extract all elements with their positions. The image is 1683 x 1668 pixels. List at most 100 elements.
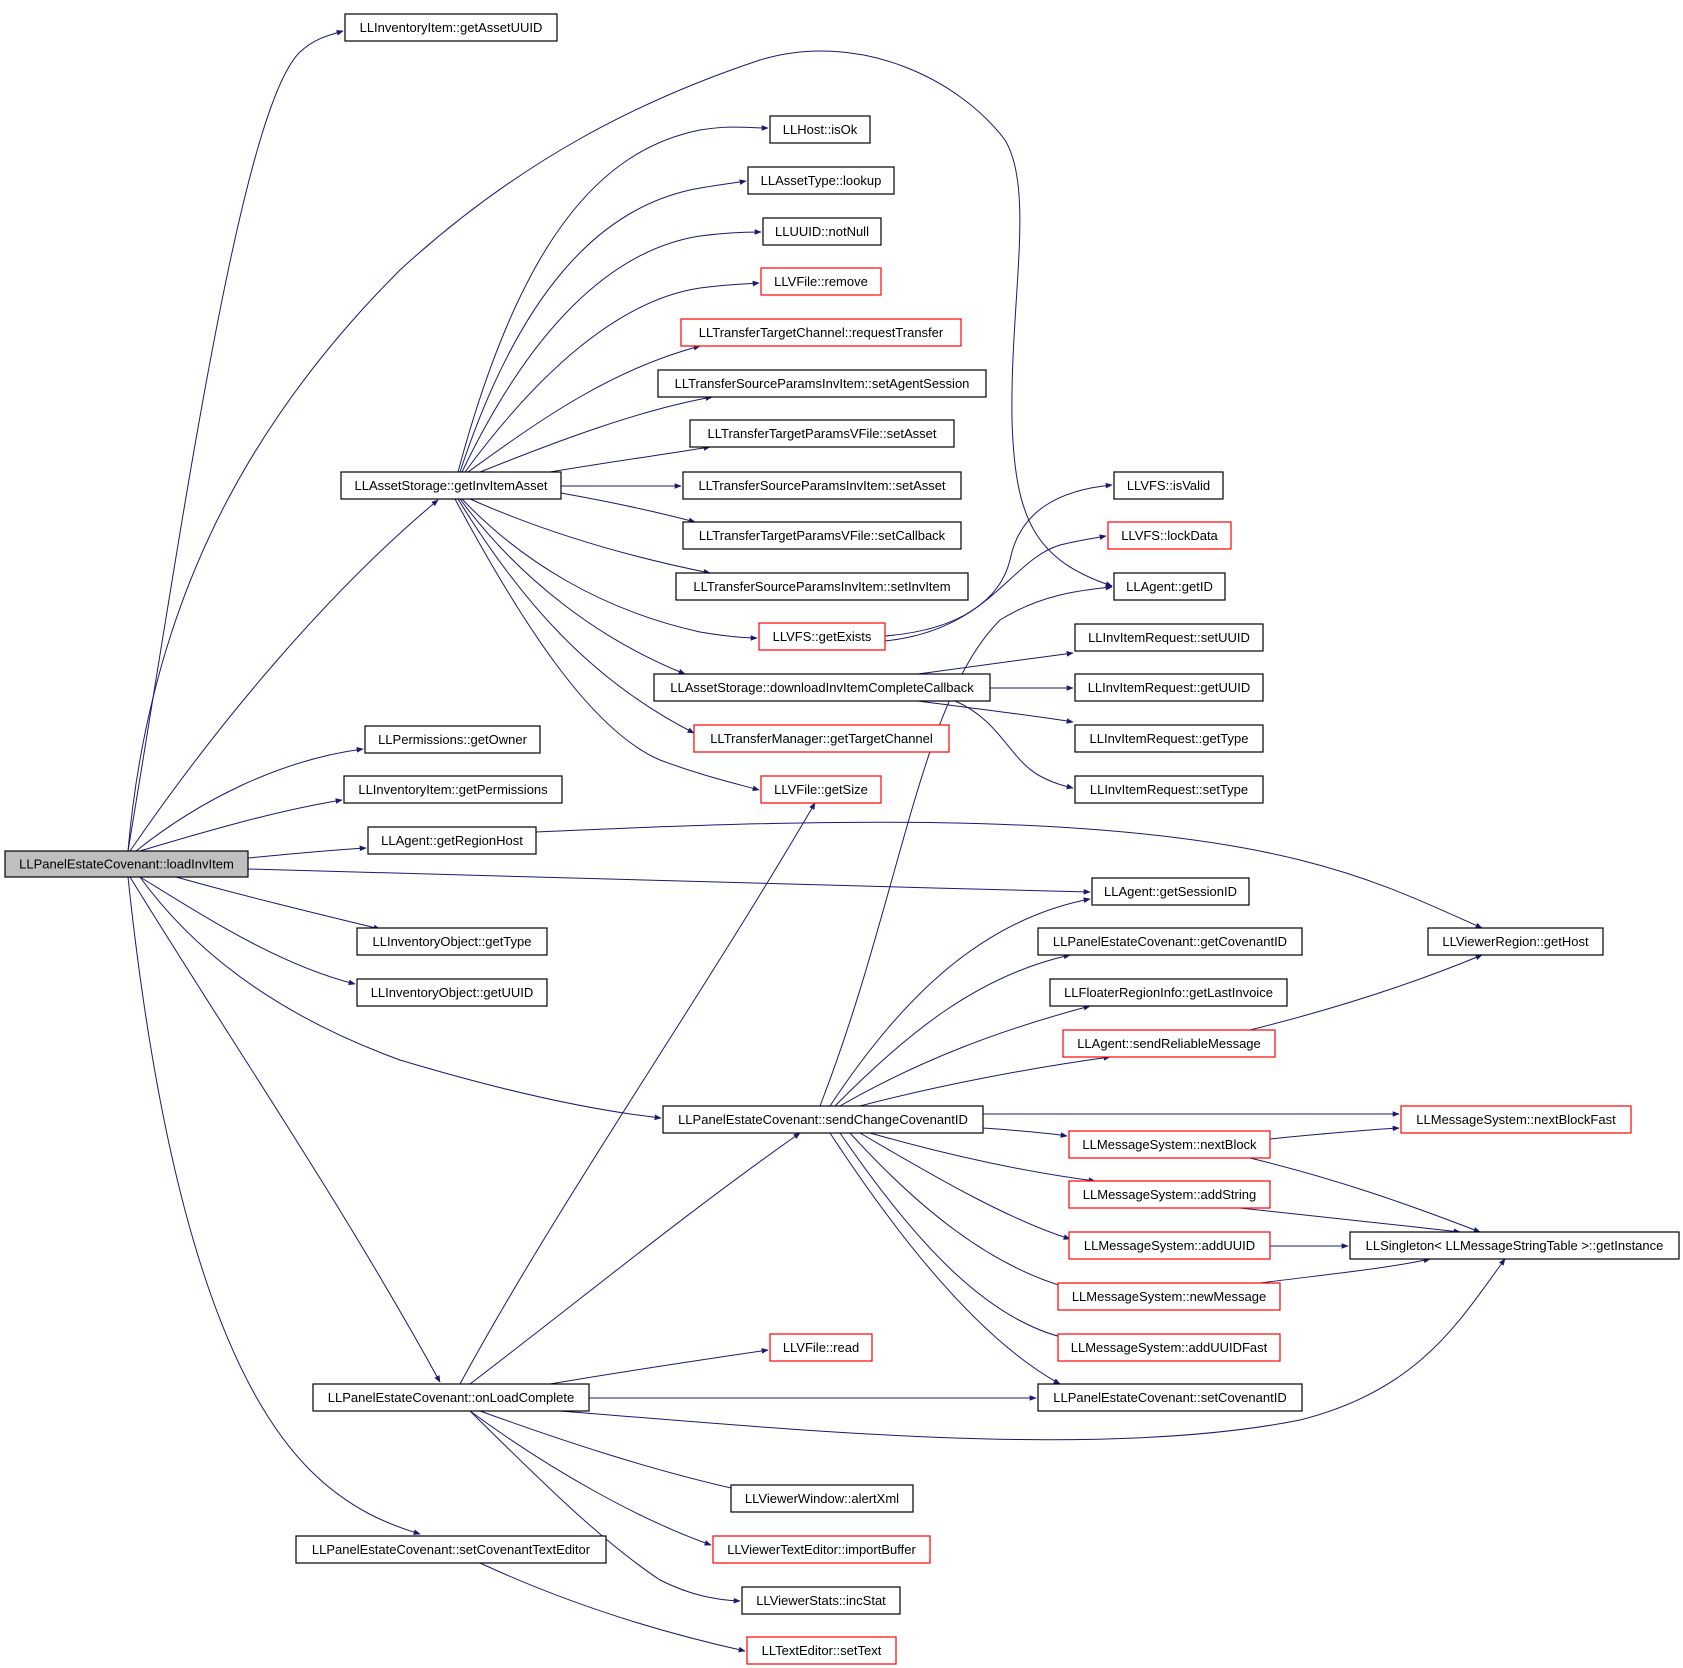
node-label: LLPanelEstateCovenant::getCovenantID	[1053, 934, 1287, 949]
edge-sendChange-to-getSessionID	[829, 897, 1091, 1107]
node-loadInvItem[interactable]: LLPanelEstateCovenant::loadInvItem	[4, 850, 249, 878]
edge-onLoadComplete-to-vfRead	[549, 1348, 769, 1385]
node-reqGetUUID[interactable]: LLInvItemRequest::getUUID	[1074, 673, 1264, 702]
edge-getInvItemAsset-to-downloadCb	[459, 498, 686, 675]
edge-getInvItemAsset-to-lookup	[459, 179, 747, 473]
node-label: LLViewerStats::incStat	[756, 1593, 886, 1608]
node-getTargetChannel[interactable]: LLTransferManager::getTargetChannel	[693, 724, 950, 753]
node-newMessage[interactable]: LLMessageSystem::newMessage	[1057, 1282, 1281, 1311]
node-isValid[interactable]: LLVFS::isValid	[1113, 471, 1224, 500]
node-incStat[interactable]: LLViewerStats::incStat	[741, 1586, 901, 1615]
node-getLastInvoice[interactable]: LLFloaterRegionInfo::getLastInvoice	[1049, 978, 1288, 1007]
node-nextBlockFast[interactable]: LLMessageSystem::nextBlockFast	[1400, 1105, 1632, 1134]
node-label: LLAgent::sendReliableMessage	[1077, 1036, 1261, 1051]
node-label: LLMessageSystem::addString	[1083, 1187, 1256, 1202]
edge-loadInvItem-to-objGetType	[175, 876, 381, 931]
node-remove[interactable]: LLVFile::remove	[760, 267, 882, 296]
edge-sendChange-to-sendReliable	[859, 1055, 1111, 1107]
node-addUUIDFast[interactable]: LLMessageSystem::addUUIDFast	[1057, 1333, 1281, 1362]
node-label: LLMessageSystem::addUUID	[1084, 1238, 1255, 1253]
edge-loadInvItem-to-getRegionHost	[247, 845, 367, 859]
node-getPermissions[interactable]: LLInventoryItem::getPermissions	[343, 775, 563, 804]
node-label: LLVFile::remove	[774, 274, 868, 289]
node-reqSetUUID[interactable]: LLInvItemRequest::setUUID	[1074, 623, 1264, 652]
node-getSessionID[interactable]: LLAgent::getSessionID	[1091, 877, 1250, 906]
node-box	[1074, 623, 1264, 652]
node-setAgentSession[interactable]: LLTransferSourceParamsInvItem::setAgentS…	[657, 369, 987, 398]
node-invSetAsset[interactable]: LLTransferSourceParamsInvItem::setAsset	[682, 471, 962, 500]
node-sendReliable[interactable]: LLAgent::sendReliableMessage	[1062, 1029, 1276, 1058]
node-box	[1068, 1130, 1271, 1159]
node-reqSetType[interactable]: LLInvItemRequest::setType	[1074, 775, 1264, 804]
node-vfRead[interactable]: LLVFile::read	[769, 1333, 873, 1362]
edge-onLoadComplete-to-alertXml	[479, 1410, 741, 1492]
node-addUUID[interactable]: LLMessageSystem::addUUID	[1068, 1231, 1271, 1260]
node-setCovenantID[interactable]: LLPanelEstateCovenant::setCovenantID	[1037, 1383, 1303, 1412]
node-lockData[interactable]: LLVFS::lockData	[1107, 521, 1232, 550]
node-label: LLVFile::read	[783, 1340, 859, 1355]
edge-getInvItemAsset-to-getSize	[454, 498, 760, 792]
node-requestTransfer[interactable]: LLTransferTargetChannel::requestTransfer	[680, 318, 962, 347]
edge-getInvItemAsset-to-getTargetChannel	[457, 498, 695, 734]
node-label: LLPanelEstateCovenant::sendChangeCovenan…	[678, 1112, 968, 1127]
node-getOwner[interactable]: LLPermissions::getOwner	[364, 725, 541, 754]
node-getID[interactable]: LLAgent::getID	[1113, 572, 1226, 601]
node-vfSetAsset[interactable]: LLTransferTargetParamsVFile::setAsset	[689, 419, 955, 448]
node-box	[367, 826, 537, 855]
node-downloadCb[interactable]: LLAssetStorage::downloadInvItemCompleteC…	[653, 673, 991, 702]
node-box	[1074, 724, 1264, 753]
node-alertXml[interactable]: LLViewerWindow::alertXml	[730, 1484, 914, 1513]
node-notNull[interactable]: LLUUID::notNull	[762, 217, 882, 246]
node-getCovenantID[interactable]: LLPanelEstateCovenant::getCovenantID	[1037, 927, 1303, 956]
node-importBuffer[interactable]: LLViewerTextEditor::importBuffer	[712, 1535, 931, 1564]
node-label: LLViewerWindow::alertXml	[745, 1491, 899, 1506]
node-box	[760, 267, 882, 296]
node-objGetUUID[interactable]: LLInventoryObject::getUUID	[356, 978, 548, 1007]
node-reqGetType[interactable]: LLInvItemRequest::getType	[1074, 724, 1264, 753]
node-label: LLInvItemRequest::setType	[1090, 782, 1248, 797]
node-setCovenantTextEditor[interactable]: LLPanelEstateCovenant::setCovenantTextEd…	[295, 1535, 607, 1564]
node-lookup[interactable]: LLAssetType::lookup	[747, 166, 895, 195]
node-label: LLVFile::getSize	[774, 782, 868, 797]
node-getInvItemAsset[interactable]: LLAssetStorage::getInvItemAsset	[340, 471, 562, 500]
node-box	[693, 724, 950, 753]
edge-sendChange-to-nextBlock	[982, 1127, 1068, 1138]
node-label: LLMessageSystem::addUUIDFast	[1071, 1340, 1268, 1355]
node-box	[1037, 1383, 1303, 1412]
node-label: LLMessageSystem::nextBlockFast	[1416, 1112, 1616, 1127]
node-box	[1074, 673, 1264, 702]
node-label: LLTransferSourceParamsInvItem::setAgentS…	[675, 376, 970, 391]
node-getSize[interactable]: LLVFile::getSize	[760, 775, 882, 804]
edge-getExists-to-lockData	[884, 534, 1107, 642]
node-getRegionHost[interactable]: LLAgent::getRegionHost	[367, 826, 537, 855]
node-sendChange[interactable]: LLPanelEstateCovenant::sendChangeCovenan…	[662, 1105, 984, 1134]
node-setInvItem[interactable]: LLTransferSourceParamsInvItem::setInvIte…	[675, 572, 969, 601]
node-nextBlock[interactable]: LLMessageSystem::nextBlock	[1068, 1130, 1271, 1159]
node-label: LLInventoryObject::getType	[373, 934, 532, 949]
edge-getInvItemAsset-to-getExists	[461, 498, 758, 641]
node-addString[interactable]: LLMessageSystem::addString	[1068, 1180, 1271, 1209]
node-label: LLInvItemRequest::getUUID	[1088, 680, 1251, 695]
node-label: LLFloaterRegionInfo::getLastInvoice	[1064, 985, 1273, 1000]
node-box	[356, 927, 548, 956]
node-getAssetUUID[interactable]: LLInventoryItem::getAssetUUID	[344, 13, 558, 42]
node-box	[769, 115, 871, 144]
edge-onLoadComplete-to-incStat	[469, 1410, 741, 1604]
node-onLoadComplete[interactable]: LLPanelEstateCovenant::onLoadComplete	[312, 1383, 590, 1412]
node-box	[1057, 1333, 1281, 1362]
node-getInstance[interactable]: LLSingleton< LLMessageStringTable >::get…	[1349, 1231, 1680, 1260]
edge-getInvItemAsset-to-isOk	[457, 125, 769, 473]
node-objGetType[interactable]: LLInventoryObject::getType	[356, 927, 548, 956]
node-box	[312, 1383, 590, 1412]
node-setCallback[interactable]: LLTransferTargetParamsVFile::setCallback	[682, 521, 962, 550]
node-getExists[interactable]: LLVFS::getExists	[758, 622, 886, 651]
node-getHost[interactable]: LLViewerRegion::getHost	[1427, 927, 1604, 956]
node-box	[343, 775, 563, 804]
edge-sendChange-to-addUUIDFast	[839, 1132, 1066, 1340]
node-isOk[interactable]: LLHost::isOk	[769, 115, 871, 144]
edge-onLoadComplete-to-getSize	[459, 802, 816, 1385]
node-box	[730, 1484, 914, 1513]
node-box	[356, 978, 548, 1007]
node-setText[interactable]: LLTextEditor::setText	[746, 1636, 897, 1665]
